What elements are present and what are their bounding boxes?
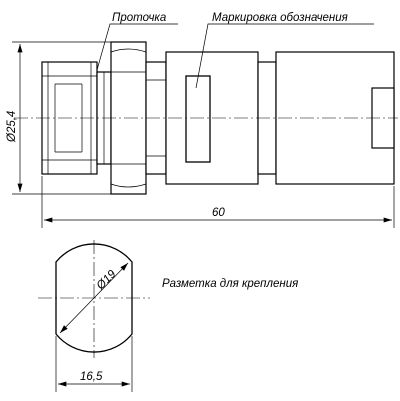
connector-side-view bbox=[14, 41, 398, 195]
marking-label: Маркировка обозначения bbox=[212, 12, 348, 24]
length-total-label: 60 bbox=[212, 207, 225, 219]
diameter-hole-label: Ø19 bbox=[94, 268, 119, 293]
diameter-body-label: Ø25,4 bbox=[6, 111, 18, 143]
flat-width-label: 16,5 bbox=[80, 371, 103, 383]
dimension-flat-width bbox=[55, 336, 133, 392]
groove-label: Проточка bbox=[112, 12, 166, 24]
hex-nut-chamfer-top bbox=[110, 48, 147, 53]
mounting-label: Разметка для крепления bbox=[162, 278, 298, 290]
diameter-hole-line bbox=[59, 262, 129, 334]
dimension-diameter-body bbox=[12, 41, 111, 195]
marking-leader bbox=[195, 23, 374, 89]
groove-leader bbox=[96, 23, 178, 71]
mounting-outline bbox=[38, 240, 150, 358]
hex-nut-chamfer-bottom bbox=[110, 183, 147, 188]
dimension-length-total bbox=[41, 176, 395, 228]
mounting-hole bbox=[55, 243, 133, 353]
label-leaders bbox=[96, 23, 374, 89]
